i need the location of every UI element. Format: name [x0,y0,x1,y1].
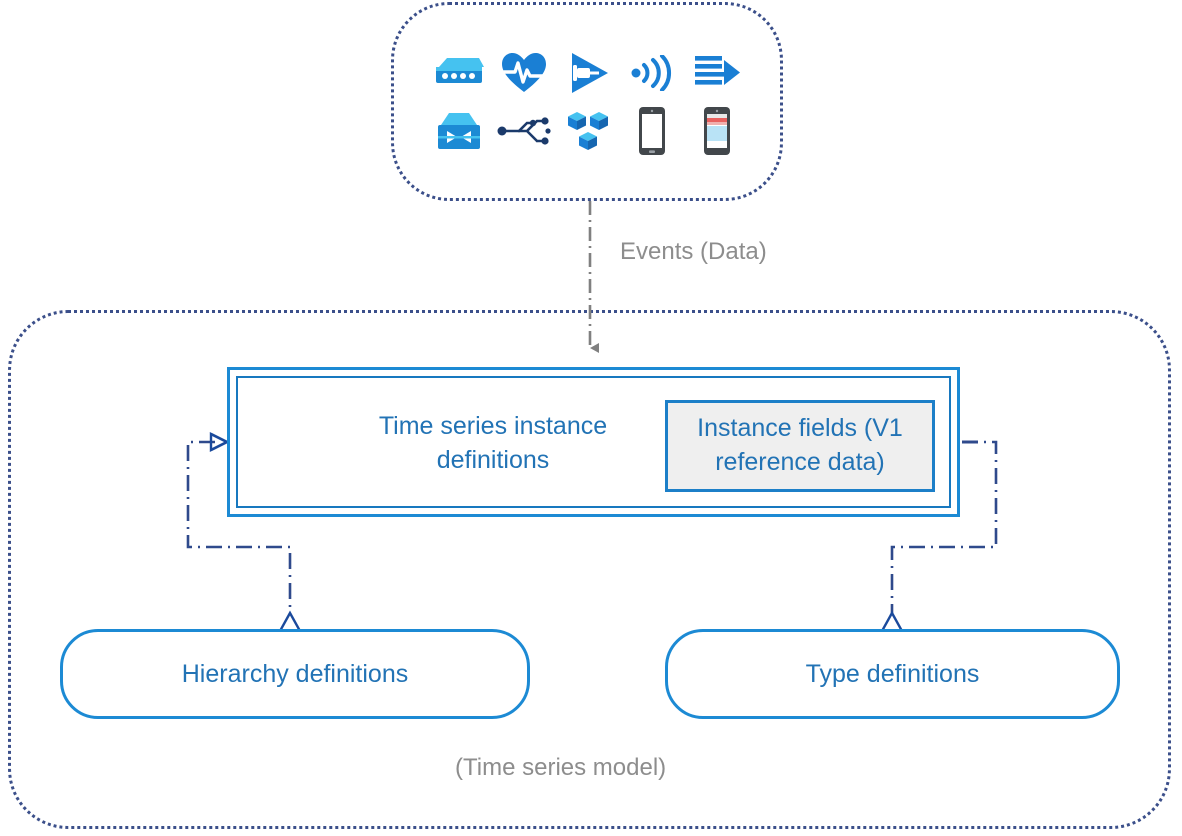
wireless-signal-icon [629,53,675,96]
gateway-device-icon [434,55,485,96]
power-plug-icon [566,51,610,100]
hierarchy-definitions-label: Hierarchy definitions [181,659,409,688]
type-definitions-label: Type definitions [805,659,980,688]
type-definitions-box: Type definitions [665,629,1120,719]
instance-fields-box: Instance fields (V1 reference data) [665,400,935,492]
instance-definitions-label: Time series instance definitions [378,412,608,474]
time-series-instance-definitions-box: Time series instance definitions Instanc… [227,367,960,517]
data-stream-icon [693,54,741,97]
cubes-icon [566,110,610,157]
heart-rate-monitor-icon [501,52,547,99]
time-series-model-caption: (Time series model) [455,754,667,781]
mobile-phone-icon [638,106,666,161]
instance-box-inner-border: Time series instance definitions Instanc… [236,376,951,508]
hierarchy-definitions-box: Hierarchy definitions [60,629,530,719]
events-source-group [391,2,783,201]
device-icon-grid [427,46,749,162]
network-switch-icon [435,111,483,156]
events-flow-label: Events (Data) [620,238,767,265]
instance-fields-label: Instance fields (V1 reference data) [697,414,903,476]
smartphone-app-icon [703,106,731,161]
usb-hub-icon [497,114,551,153]
events-source-dotted-border [391,2,783,201]
